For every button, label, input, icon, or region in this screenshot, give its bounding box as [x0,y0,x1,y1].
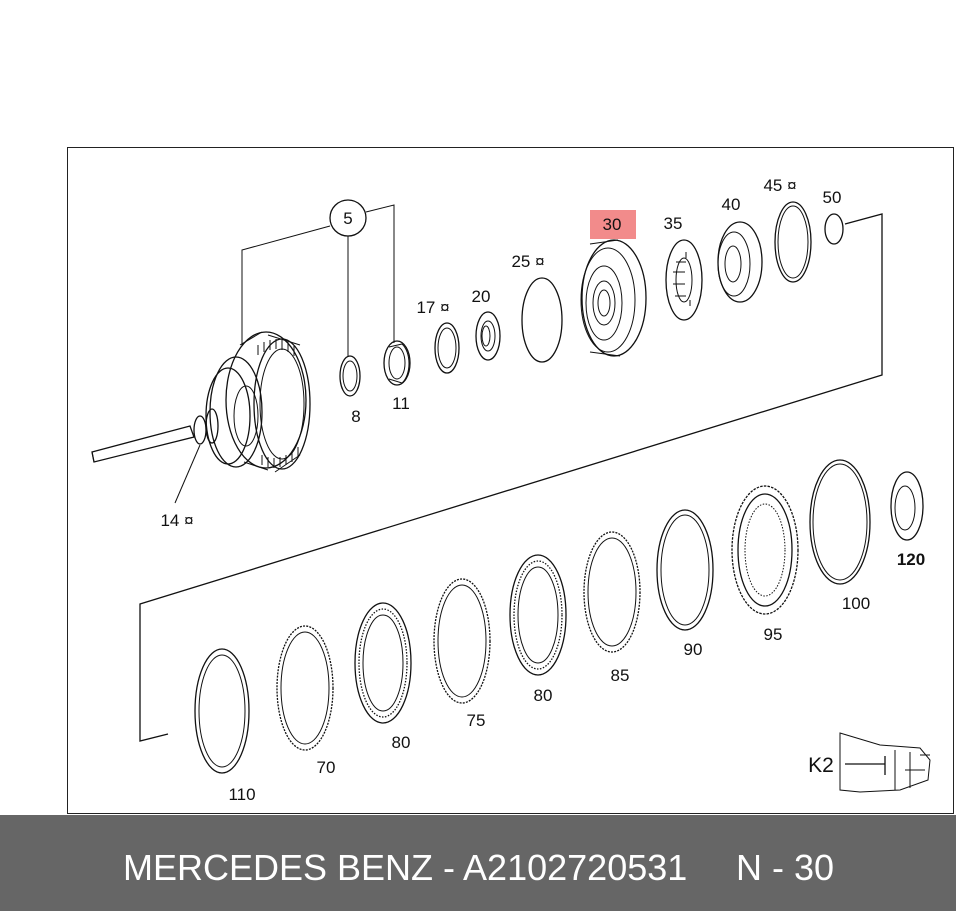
label-95: 95 [764,625,783,644]
upper-bracket-line [139,213,883,742]
diagram-frame [67,147,954,814]
part-17-ring [434,322,460,374]
part-95-gear-ring [731,485,799,615]
label-120: 120 [897,550,925,569]
part-11-bearing [383,340,411,386]
label-80-a: 80 [392,733,411,752]
part-30-piston [580,239,647,357]
part-100-ring [809,459,871,585]
label-70: 70 [317,758,336,777]
part-40-seal [717,221,763,303]
part-85-disc [583,531,641,653]
part-90-disc [656,509,714,631]
label-14: 14 ¤ [160,511,193,530]
part-45-ring [774,201,812,283]
k2-locator-drawing [839,732,931,793]
label-20: 20 [472,287,491,306]
label-50: 50 [823,188,842,207]
label-75: 75 [467,711,486,730]
part-110-disc [194,648,250,774]
leader-5-right [365,204,395,343]
part-8-ring [339,355,361,397]
part-75-disc [433,578,491,704]
label-17: 17 ¤ [416,298,449,317]
label-90: 90 [684,640,703,659]
label-8: 8 [351,407,360,426]
label-30: 30 [603,215,622,234]
part-25-ring [521,277,563,363]
label-25: 25 ¤ [511,252,544,271]
part-20-bearing [475,311,501,361]
footer-bar [0,815,956,911]
label-100: 100 [842,594,870,613]
label-85: 85 [611,666,630,685]
label-40: 40 [722,195,741,214]
part-70-disc [276,625,334,751]
part-80-disc-b [509,554,567,676]
footer-brand-part-number: MERCEDES BENZ - A2102720531 [123,847,688,888]
part-14-shaft-hub [91,331,311,504]
label-k2: K2 [808,754,834,777]
leader-5-left [241,225,331,345]
label-11: 11 [392,394,410,413]
label-110: 110 [228,785,255,804]
footer-page-code: N - 30 [736,847,835,888]
part-50-ring [824,213,844,245]
label-80-b: 80 [534,686,553,705]
label-35: 35 [664,214,683,233]
part-35-spring-plate [665,239,703,321]
label-45: 45 ¤ [763,176,796,195]
highlight-30 [590,210,636,239]
label-5: 5 [343,209,352,228]
part-120-seal [890,471,924,541]
part-80-disc-a [354,602,412,724]
